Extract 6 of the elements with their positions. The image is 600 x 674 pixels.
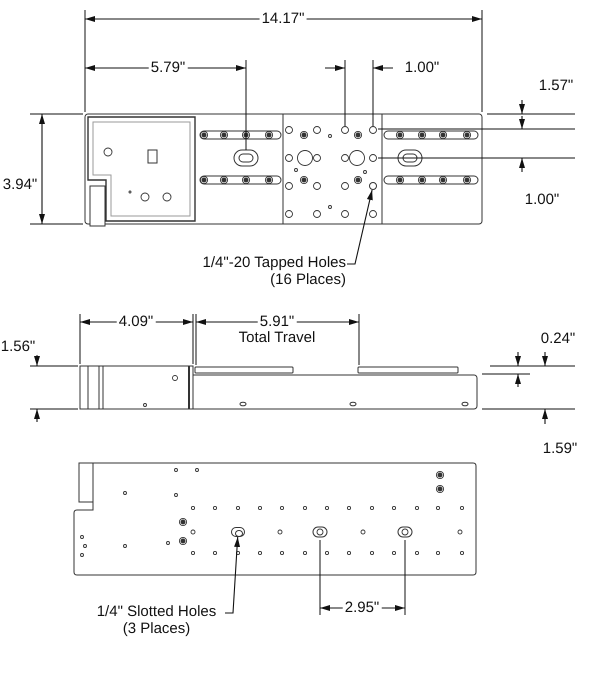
callout-text: 1/4"-20 Tapped Holes (16 Places) bbox=[202, 255, 346, 288]
slotted-hole bbox=[231, 527, 245, 537]
callout-text: 1/4" Slotted Holes (3 Places) bbox=[96, 604, 218, 637]
dimension-label: 1.56" bbox=[0, 339, 38, 355]
leader-line bbox=[347, 190, 373, 265]
leader-line bbox=[225, 536, 240, 614]
